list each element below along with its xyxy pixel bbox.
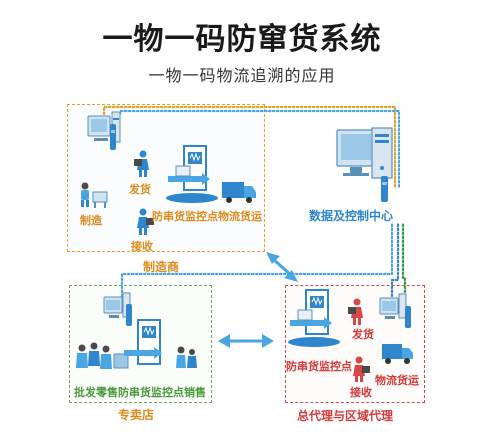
agent-monitor-label: 防串货监控点 bbox=[286, 360, 352, 373]
delivery-person-icon bbox=[134, 150, 149, 177]
monitor-logistics-label: 防串货监控点物流货运 bbox=[152, 210, 262, 223]
agent-receiver-person-icon bbox=[353, 356, 370, 382]
agent-zone-label: 总代理与区域代理 bbox=[297, 409, 394, 423]
barcode-scanner-icon bbox=[110, 124, 116, 150]
connector-agent-green bbox=[401, 220, 407, 298]
manufacture-label: 制造 bbox=[80, 214, 102, 227]
arrow-shop-agent bbox=[218, 334, 274, 348]
receiver-person-icon bbox=[137, 208, 154, 235]
agent-scanner-icon bbox=[405, 306, 411, 328]
monitor-gate-icon bbox=[166, 145, 218, 203]
shop-sales-label: 批发零售防串货监控点销售 bbox=[74, 386, 206, 399]
agent-monitor-gate-icon bbox=[288, 289, 340, 347]
truck-icon bbox=[222, 182, 256, 203]
page-subtitle: 一物一码物流追溯的应用 bbox=[148, 66, 336, 85]
agent-truck-icon bbox=[382, 344, 413, 364]
agent-delivery-person-icon bbox=[348, 298, 363, 325]
server-tower-icon bbox=[371, 127, 393, 179]
agent-logistics-label: 物流货运 bbox=[375, 374, 419, 387]
connector-shop bbox=[120, 220, 394, 302]
agent-receive-label: 接收 bbox=[350, 386, 372, 399]
data-center-monitor-icon bbox=[336, 129, 376, 176]
data-center-scanner-icon bbox=[381, 176, 388, 202]
agent-computer-icon bbox=[379, 293, 407, 319]
worker-icon bbox=[81, 182, 108, 208]
data-center-label: 数据及控制中心 bbox=[309, 209, 394, 223]
agent-ship-label: 发货 bbox=[352, 328, 374, 341]
shop-customer-icon bbox=[176, 346, 197, 368]
shop-scanner-icon bbox=[126, 304, 132, 326]
shop-monitor-gate-icon bbox=[124, 319, 162, 365]
receive-label: 接收 bbox=[131, 240, 153, 253]
connector-agent bbox=[390, 220, 400, 298]
page-title: 一物一码防窜货系统 bbox=[102, 22, 382, 57]
shop-zone-label: 专卖店 bbox=[118, 408, 155, 422]
manufacturer-zone-label: 制造商 bbox=[143, 260, 180, 274]
flow-arrows bbox=[218, 252, 298, 348]
customers-group-icon bbox=[76, 342, 129, 369]
connector-manufacturer bbox=[102, 105, 397, 190]
ship-label: 发货 bbox=[129, 183, 151, 196]
arrow-mfr-agent bbox=[266, 252, 298, 282]
